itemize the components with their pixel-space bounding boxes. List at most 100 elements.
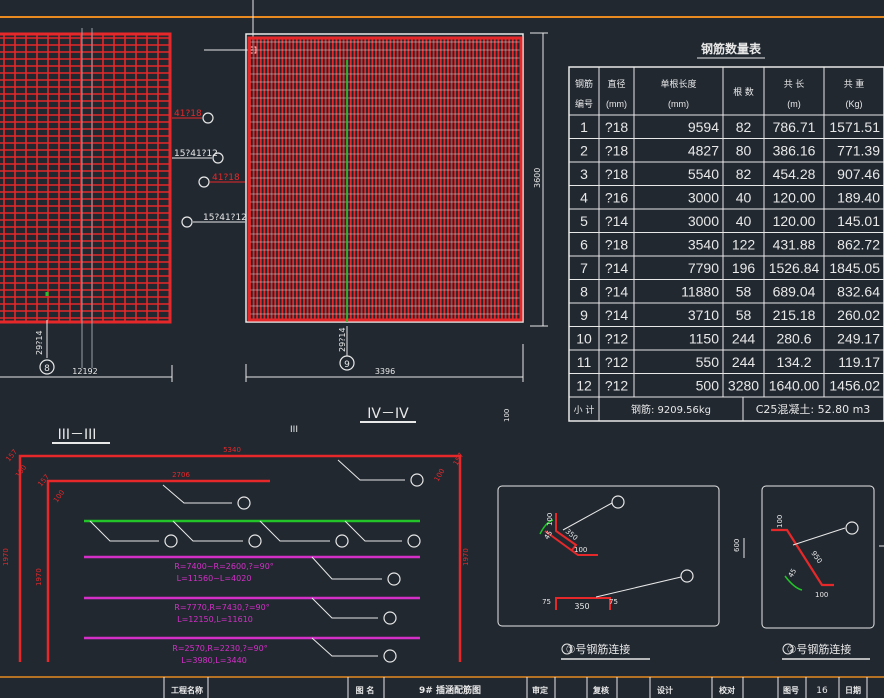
table-cell: 58 xyxy=(736,307,752,323)
table-cell: 1845.05 xyxy=(829,260,880,276)
section3-dim-right-b: 100 xyxy=(433,467,447,483)
section3-note-1b: L=11560~L=4020 xyxy=(177,574,252,583)
table-cell: 786.71 xyxy=(773,119,816,135)
table-cell: 145.01 xyxy=(837,213,880,229)
right-plan-outline xyxy=(245,33,524,323)
detail1-rebar-b xyxy=(544,530,598,556)
table-cell: 3000 xyxy=(688,213,719,229)
detail2-leader-circle xyxy=(845,521,859,535)
table-header-cell: 编号 xyxy=(575,98,593,109)
titlebar-check-label: 复核 xyxy=(592,685,609,695)
detail1-leader-2 xyxy=(595,576,682,598)
detail1-rebar-c xyxy=(555,597,611,610)
detail1-caption: ①号钢筋连接 xyxy=(566,642,631,656)
table-cell: 5 xyxy=(580,213,588,229)
table-cell: ?18 xyxy=(605,143,629,159)
table-cell: 40 xyxy=(736,213,752,229)
table-steel-total: 钢筋: 9209.56kg xyxy=(631,403,711,416)
table-title: 钢筋数量表 xyxy=(701,41,762,56)
section3-note-1a: R=7400~R=2600,?=90° xyxy=(174,562,274,571)
section3-dim-right-h: 1970 xyxy=(462,548,470,566)
section3-leader-circle xyxy=(383,611,397,625)
detail2-caption: ②号钢筋连接 xyxy=(787,642,852,656)
section3-leader-circle xyxy=(248,534,262,548)
table-cell: 771.39 xyxy=(837,143,880,159)
table-subtotal-label: 小 计 xyxy=(574,404,595,416)
table-cell: ?14 xyxy=(605,260,629,276)
table-cell: 1571.51 xyxy=(829,119,880,135)
detail2-dim-950: 950 xyxy=(809,550,823,566)
detail1-caption-circle xyxy=(561,643,573,655)
detail1-dim-75b: 75 xyxy=(609,598,618,606)
table-header-cell: 共 重 xyxy=(844,78,865,89)
section3-dim-mid: 2706 xyxy=(172,471,190,479)
detail2-angle-arc xyxy=(784,575,803,591)
table-cell: 907.46 xyxy=(837,166,880,182)
detail1-angle-arc xyxy=(539,519,554,535)
callout-4-circle xyxy=(181,216,193,228)
left-plan-mark-circle xyxy=(39,359,55,375)
callout-1-label: 41?18 xyxy=(174,109,202,119)
titlebar-number-value: 16 xyxy=(816,686,828,696)
section3-title: III－III xyxy=(58,427,97,443)
table-cell: ?18 xyxy=(605,119,629,135)
left-plan-mark: 8 xyxy=(44,364,50,374)
detail1-dim-350b: 350 xyxy=(574,602,589,611)
table-cell: 1640.00 xyxy=(769,378,820,394)
table-cell: 8 xyxy=(580,284,588,300)
titlebar-dividers xyxy=(163,677,868,698)
section3-dim-left-h2: 1970 xyxy=(35,568,43,586)
callout-3-circle xyxy=(198,176,210,188)
section3-leader-circle xyxy=(237,496,251,510)
section3-leader-line xyxy=(337,459,405,481)
detail1-box xyxy=(497,485,720,627)
right-plan-height: 3600 xyxy=(533,168,542,188)
table-cell: ?18 xyxy=(605,166,629,182)
table-cell: 119.17 xyxy=(838,354,880,370)
table-cell: 58 xyxy=(736,284,752,300)
table-cell: 12 xyxy=(576,378,592,394)
table-cell: 4 xyxy=(580,190,588,206)
detail2-dim-100a: 100 xyxy=(776,515,784,528)
table-cell: 82 xyxy=(736,166,752,182)
table-header-cell: (m) xyxy=(787,99,801,109)
table-cell: 3 xyxy=(580,166,588,182)
left-plan-view xyxy=(0,32,172,324)
detail2-rebar xyxy=(771,528,834,587)
table-cell: 862.72 xyxy=(837,237,880,253)
table-cell: 196 xyxy=(732,260,756,276)
table-header-cell: 直径 xyxy=(607,78,625,89)
table-cell: 3000 xyxy=(688,190,719,206)
right-plan-width: 3396 xyxy=(375,367,395,376)
section3-dim-top: 5340 xyxy=(223,446,241,454)
left-plan-spacing: 29?14 xyxy=(35,330,44,355)
detail2-dim-600: 600 xyxy=(733,539,741,552)
table-cell: 3280 xyxy=(728,378,759,394)
section3-note-2b: L=12150,L=11610 xyxy=(177,615,253,624)
right-plan-border xyxy=(247,36,523,322)
section3-leader-line xyxy=(89,520,159,542)
table-cell: ?14 xyxy=(605,284,629,300)
callout-4-label: 15?41?12 xyxy=(203,213,247,223)
section4-dim-100: 100 xyxy=(503,409,511,422)
table-cell: 122 xyxy=(732,237,756,253)
detail1-dim-350a: 350 xyxy=(564,527,579,542)
table-cell: ?12 xyxy=(605,354,629,370)
table-cell: 7 xyxy=(580,260,588,276)
table-header-cell: 共 长 xyxy=(784,78,805,89)
callout-1-circle xyxy=(202,112,214,124)
table-cell: 2 xyxy=(580,143,588,159)
table-cell: 249.17 xyxy=(837,331,880,347)
table-cell: 9 xyxy=(580,307,588,323)
detail1-dim-100a: 100 xyxy=(546,513,554,526)
right-plan-mark-circle xyxy=(339,355,355,371)
table-header-cell: 钢筋 xyxy=(575,78,593,89)
titlebar-drawing-label: 图 名 xyxy=(356,685,375,695)
table-cell: 244 xyxy=(732,354,756,370)
detail1-dim-75a: 75 xyxy=(542,598,551,606)
table-cell: 189.40 xyxy=(837,190,880,206)
table-concrete-total: C25混凝土: 52.80 m3 xyxy=(756,402,871,416)
table-cell: 260.02 xyxy=(837,307,880,323)
section3-dim-left-h1: 1970 xyxy=(2,548,10,566)
